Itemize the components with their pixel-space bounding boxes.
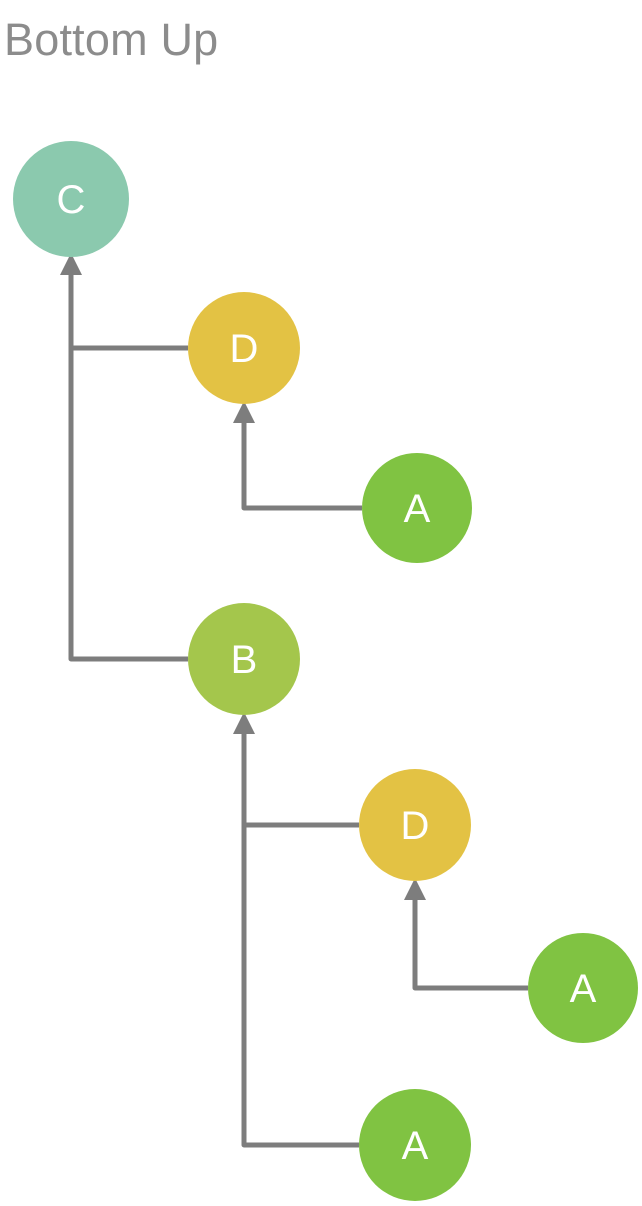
- node-b-b1[interactable]: B: [188, 603, 300, 715]
- node-label: A: [404, 487, 431, 531]
- arrowhead-into-d1: [233, 401, 255, 423]
- page-title: Bottom Up: [4, 14, 219, 65]
- edge-a2-to-d2: [412, 896, 528, 991]
- arrowhead-into-b1: [233, 712, 255, 734]
- node-label: D: [230, 327, 259, 371]
- edge-a3-to-b1: [241, 825, 359, 1148]
- node-circle[interactable]: [528, 933, 638, 1043]
- edges-layer: [68, 272, 528, 1148]
- nodes-layer: C D A B D A A: [13, 141, 638, 1201]
- edge-d2-to-b1: [241, 730, 359, 828]
- edge-a1-to-d1: [241, 419, 362, 511]
- node-c-c1[interactable]: C: [13, 141, 129, 257]
- node-circle[interactable]: [13, 141, 129, 257]
- arrowheads-layer: [60, 253, 426, 900]
- edge-d1-to-c1: [68, 272, 188, 351]
- node-label: D: [401, 804, 430, 848]
- node-a-a2[interactable]: A: [528, 933, 638, 1043]
- arrowhead-into-c1: [60, 253, 82, 275]
- node-circle[interactable]: [359, 769, 471, 881]
- node-circle[interactable]: [362, 453, 472, 563]
- node-a-a1[interactable]: A: [362, 453, 472, 563]
- node-d-d1[interactable]: D: [188, 292, 300, 404]
- node-label: A: [570, 967, 597, 1011]
- edge-b1-to-c1: [68, 348, 188, 662]
- node-circle[interactable]: [359, 1089, 471, 1201]
- node-d-d2[interactable]: D: [359, 769, 471, 881]
- node-circle[interactable]: [188, 603, 300, 715]
- arrowhead-into-d2: [404, 878, 426, 900]
- node-label: A: [402, 1124, 429, 1168]
- node-label: C: [57, 178, 86, 222]
- node-a-a3[interactable]: A: [359, 1089, 471, 1201]
- node-circle[interactable]: [188, 292, 300, 404]
- node-label: B: [231, 638, 258, 682]
